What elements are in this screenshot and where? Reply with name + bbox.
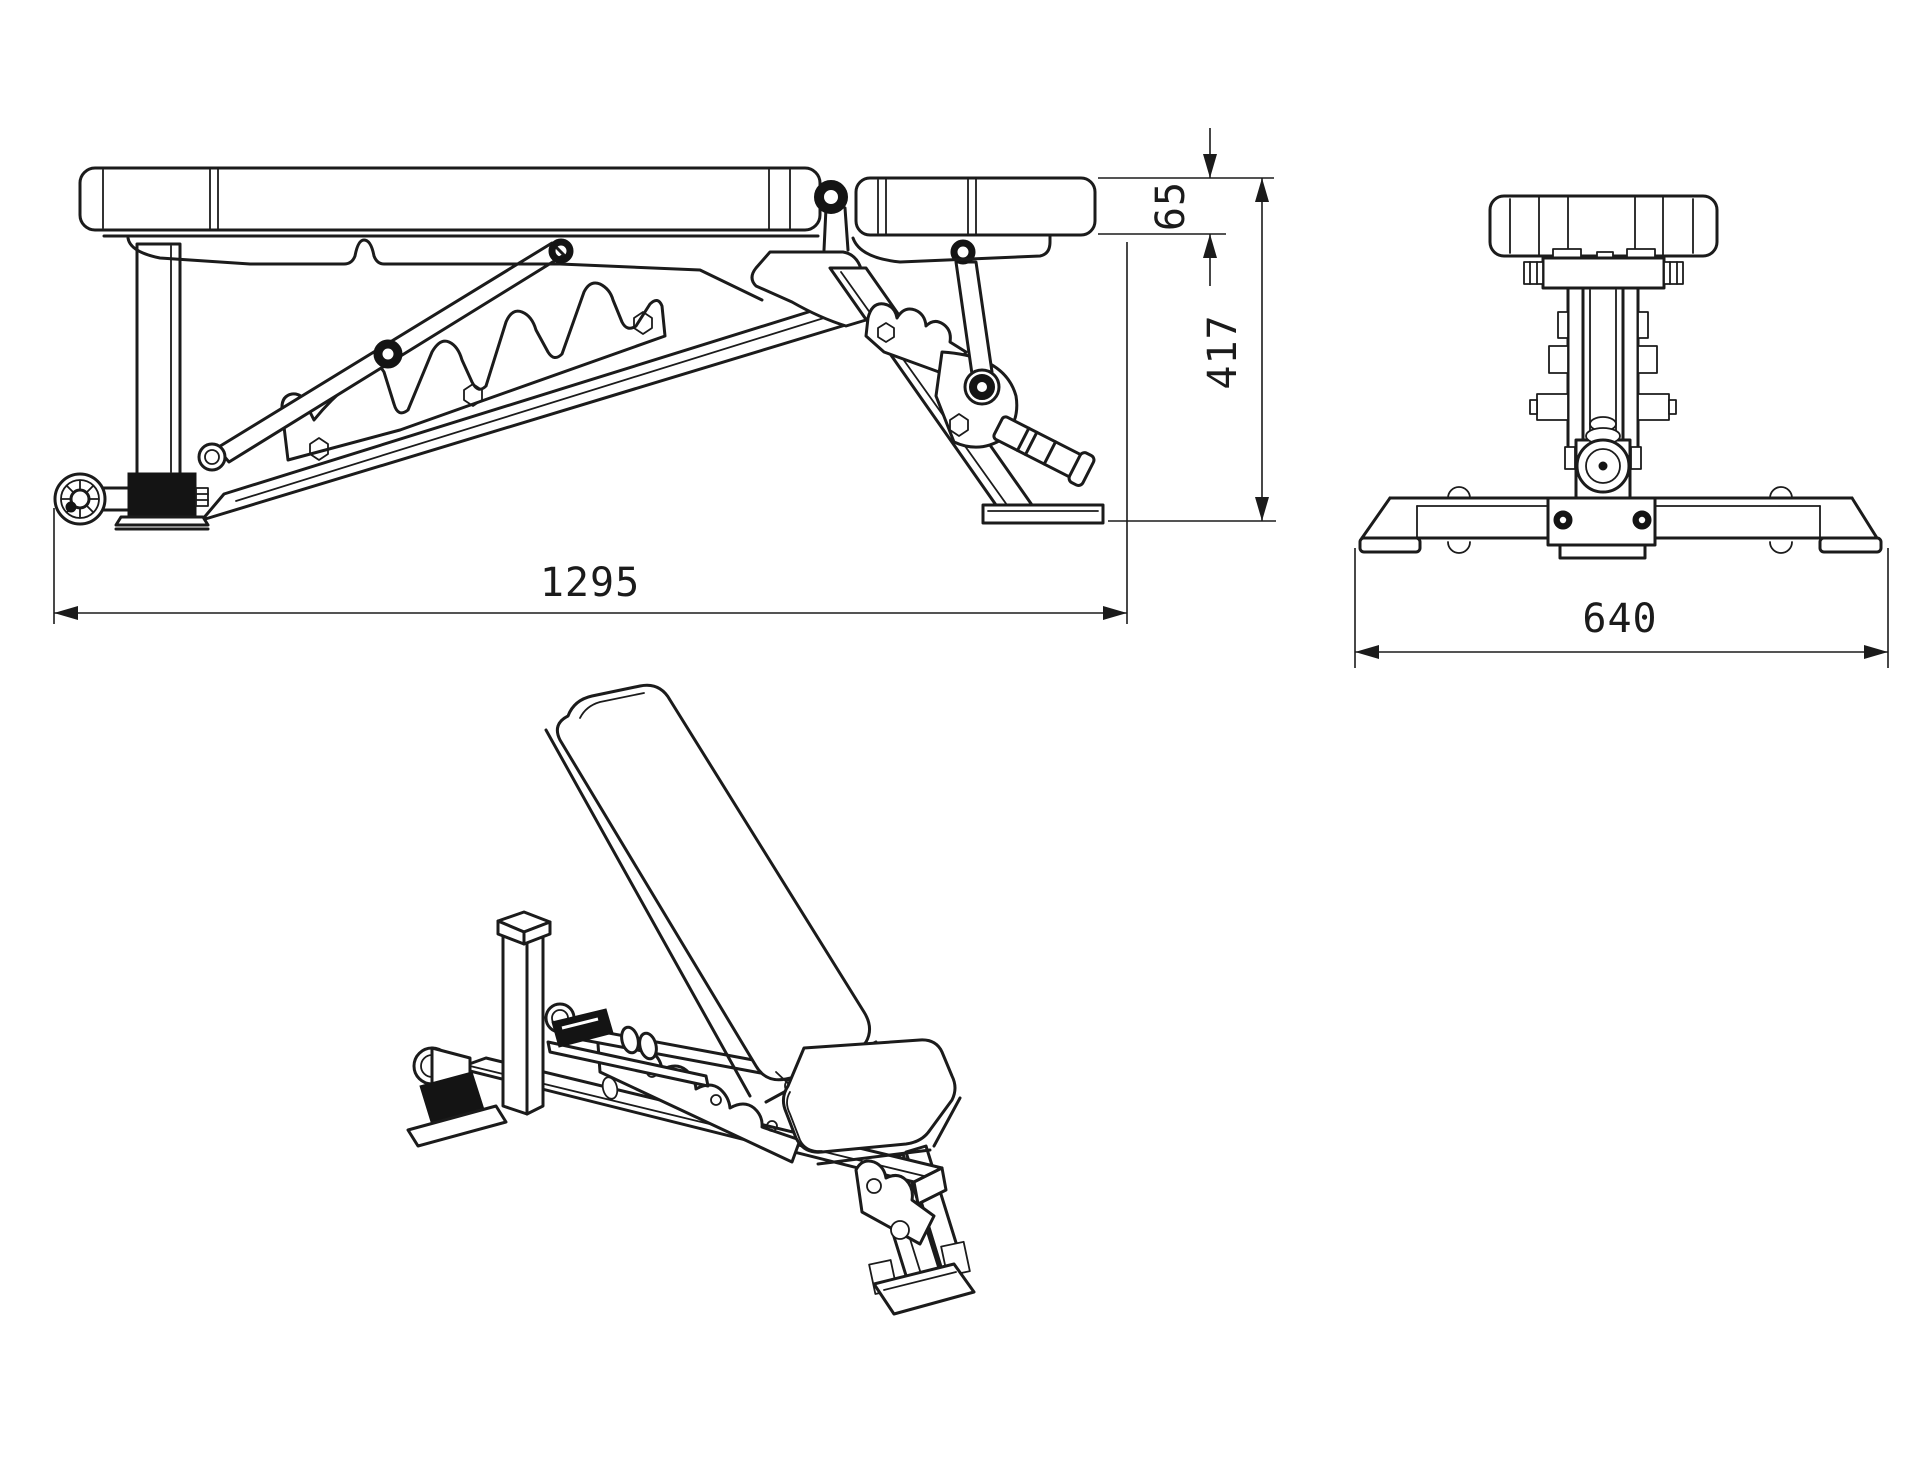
iso-rear-foot <box>868 1240 976 1316</box>
side-back-pad <box>78 166 822 232</box>
front-pad-bracket <box>1523 248 1684 290</box>
iso-seat-bracket <box>854 1159 936 1246</box>
front-view <box>1358 194 1883 560</box>
side-transport-wheel <box>53 472 133 526</box>
side-front-leg <box>135 242 182 476</box>
dimension-thickness-value: 65 <box>1148 181 1194 231</box>
side-seat-frame <box>102 206 1052 302</box>
dimension-overall-length: 1295 <box>53 242 1128 624</box>
iso-seat-pad <box>781 1038 962 1166</box>
dimension-width-value: 640 <box>1582 596 1657 642</box>
front-center-plate <box>1546 496 1657 560</box>
side-release-handle <box>934 350 1096 487</box>
side-front-foot <box>114 472 210 531</box>
dimension-pad-thickness: 65 <box>1098 128 1274 286</box>
dimension-seat-height: 417 <box>1108 178 1276 522</box>
dimension-length-value: 1295 <box>540 560 640 606</box>
side-backrest-pivot <box>814 180 848 214</box>
side-incline-link <box>197 241 566 472</box>
front-pull-pin <box>1574 416 1632 500</box>
dimension-height-value: 417 <box>1200 314 1246 389</box>
front-seat-pad <box>1488 194 1719 258</box>
side-seat-pad <box>854 176 1097 237</box>
iso-slider-label <box>544 1002 614 1048</box>
side-seat-link-arm <box>950 239 1001 406</box>
isometric-view <box>406 683 976 1316</box>
iso-front-tower <box>496 910 552 1116</box>
side-view <box>53 166 1105 531</box>
iso-wheel-foot <box>406 1046 508 1148</box>
iso-incline-links <box>546 1022 768 1100</box>
dimension-base-width: 640 <box>1354 548 1889 668</box>
